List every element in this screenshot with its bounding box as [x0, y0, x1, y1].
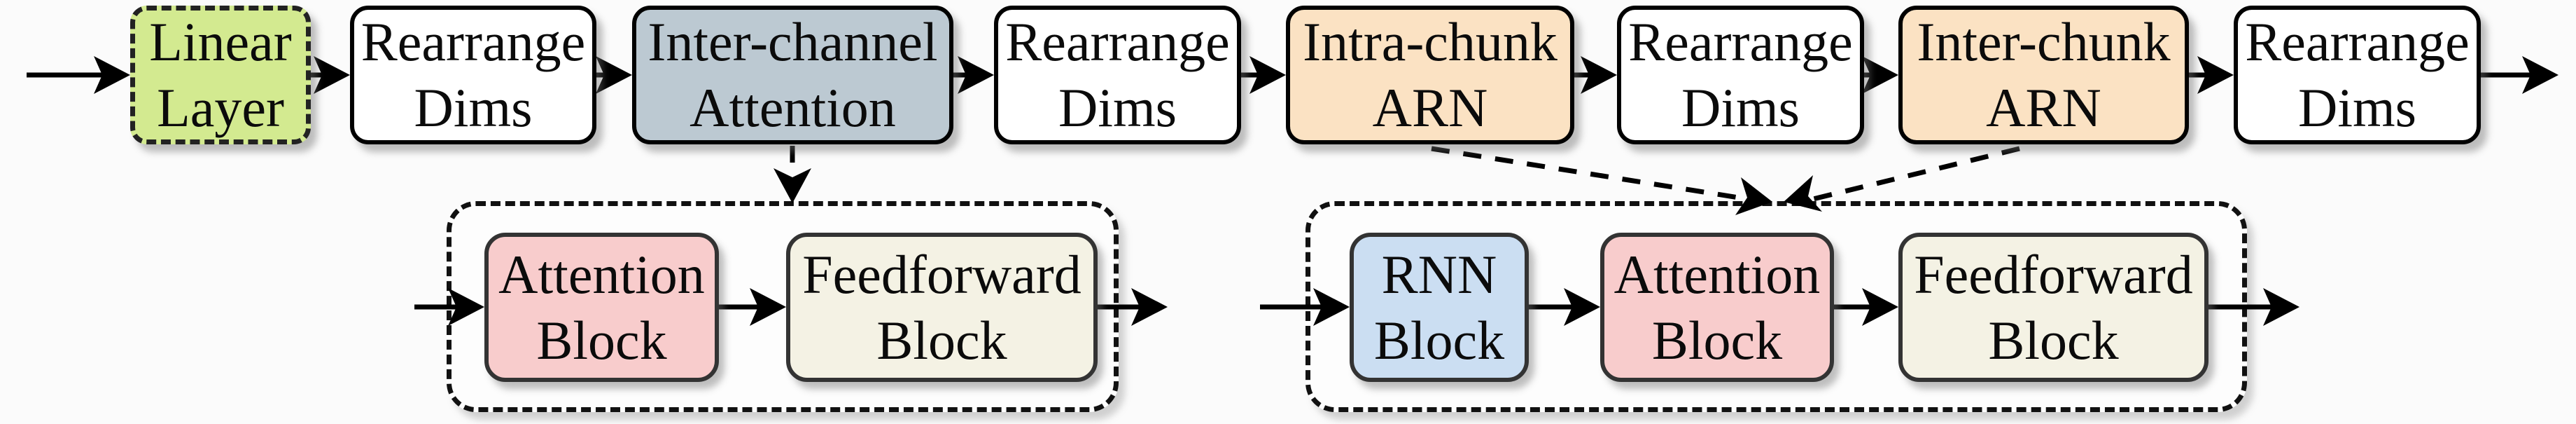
inter-chunk-arn-label-line2: ARN: [1986, 77, 2101, 138]
rearrange-dims-2-label-line2: Dims: [1058, 77, 1177, 138]
attention-block-2-label-line1: Attention: [1614, 243, 1821, 305]
attention-block-label-line2: Block: [536, 309, 667, 371]
linear-layer-label-line2: Layer: [157, 77, 284, 138]
attention-block-2-label-line2: Block: [1651, 309, 1783, 371]
inter-channel-attention-label-line2: Attention: [690, 77, 896, 138]
output-arrow: [2481, 56, 2558, 94]
rearrange-dims-1-label-line2: Dims: [414, 77, 533, 138]
intra-chunk-arn-box: Intra-chunk ARN: [1286, 6, 1574, 144]
arrow-rearrange3-to-interchunk: [1862, 56, 1898, 94]
feedforward-block-2-label-line1: Feedforward: [1914, 243, 2193, 305]
dashed-arrow-interchannel-to-panel: [774, 146, 811, 203]
feedforward-block-label-line2: Block: [876, 309, 1007, 371]
rnn-block-label-line2: Block: [1373, 309, 1505, 371]
arrow-intrachunk-to-rearrange3: [1574, 56, 1617, 94]
arrow-rearrange2-to-intrachunk: [1241, 56, 1286, 94]
arrow-rearrange1-to-interchannel: [596, 56, 632, 94]
inter-channel-attention-label-line1: Inter-channel: [648, 11, 938, 72]
linear-layer-box: Linear Layer: [130, 6, 311, 144]
attention-block: Attention Block: [484, 233, 719, 382]
feedforward-block-2-label-line2: Block: [1988, 309, 2119, 371]
inter-channel-attention-box: Inter-channel Attention: [632, 6, 953, 144]
inter-chunk-arn-box: Inter-chunk ARN: [1898, 6, 2189, 144]
inter-chunk-arn-label-line1: Inter-chunk: [1917, 11, 2171, 72]
rearrange-dims-4-label-line1: Rearrange: [2245, 11, 2470, 72]
rearrange-dims-box-4: Rearrange Dims: [2234, 6, 2481, 144]
rearrange-dims-4-label-line2: Dims: [2297, 77, 2417, 138]
intra-chunk-arn-label-line1: Intra-chunk: [1303, 11, 1558, 72]
arrow-interchunk-to-rearrange4: [2189, 56, 2234, 94]
rearrange-dims-2-label-line1: Rearrange: [1005, 11, 1230, 72]
intra-chunk-arn-label-line2: ARN: [1372, 77, 1488, 138]
arrow-linear-to-rearrange1: [311, 56, 350, 94]
feedforward-block-2: Feedforward Block: [1898, 233, 2208, 382]
attention-block-2: Attention Block: [1600, 233, 1834, 382]
rearrange-dims-box-2: Rearrange Dims: [994, 6, 1241, 144]
rearrange-dims-1-label-line1: Rearrange: [360, 11, 586, 72]
rnn-block: RNN Block: [1350, 233, 1529, 382]
linear-layer-label-line1: Linear: [149, 11, 292, 72]
feedforward-block-label-line1: Feedforward: [802, 243, 1082, 305]
rnn-block-label-line1: RNN: [1381, 243, 1497, 305]
input-arrow: [27, 56, 130, 94]
arrow-interchannel-to-rearrange2: [953, 56, 994, 94]
attention-block-label-line1: Attention: [498, 243, 705, 305]
rearrange-dims-box-3: Rearrange Dims: [1617, 6, 1864, 144]
feedforward-block: Feedforward Block: [786, 233, 1098, 382]
rearrange-dims-3-label-line1: Rearrange: [1628, 11, 1853, 72]
rearrange-dims-3-label-line2: Dims: [1681, 77, 1800, 138]
rearrange-dims-box-1: Rearrange Dims: [350, 6, 596, 144]
